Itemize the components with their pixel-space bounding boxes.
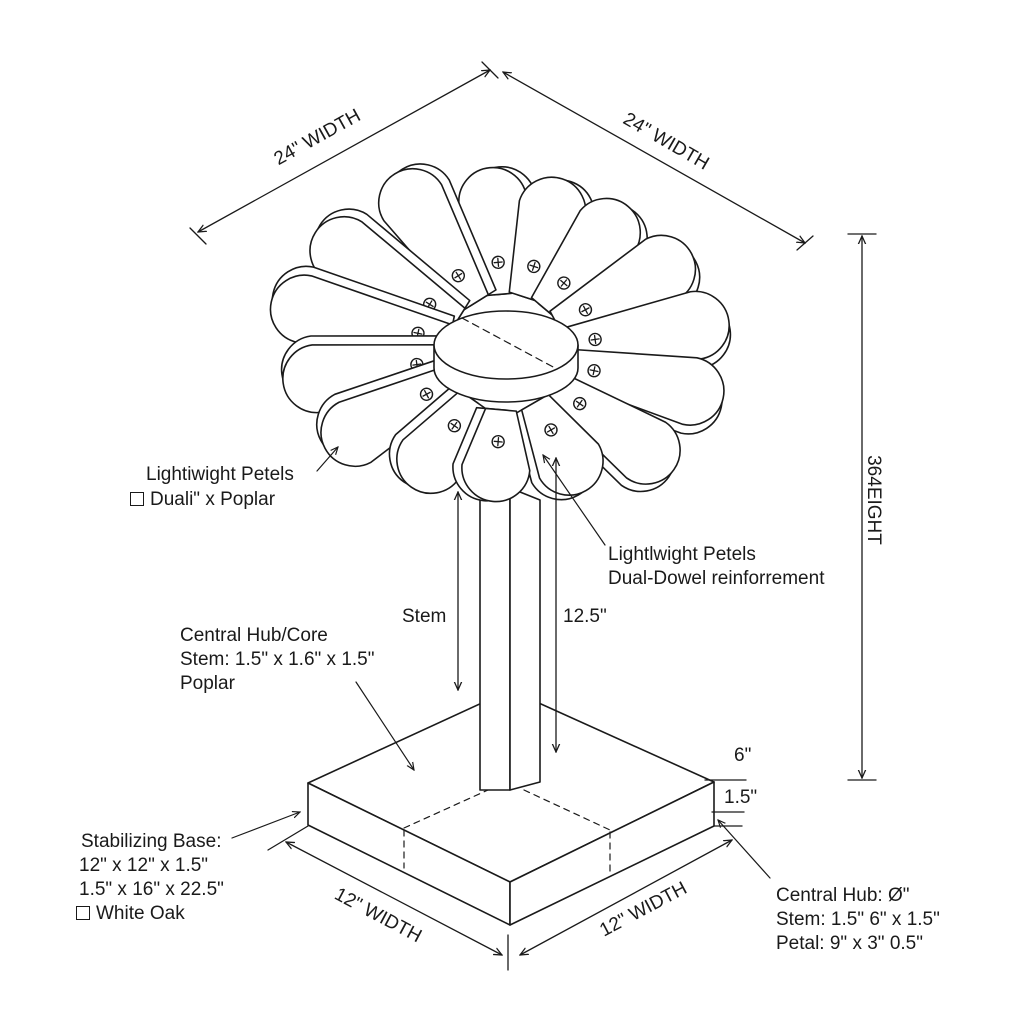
petals-left-label-1: Lightiwight Petels [146,464,294,485]
phillips-screw-icon [490,255,506,270]
stem-label: Stem [402,606,447,627]
petal [388,384,487,495]
height-label: 364EIGHT [862,455,884,545]
petal [452,406,531,503]
stem [479,487,541,791]
petals-left-label-2: Duali" x Poplar [130,488,275,512]
petals-right-label-1: Lightlwight Petels [608,544,756,565]
base-label-1: Stabilizing Base: [81,831,222,852]
petal [513,393,604,501]
empty-square-icon [76,906,90,920]
specs-label-2: Stem: 1.5" 6" x 1.5" [776,909,940,930]
petal [269,265,456,356]
base-height-top-label: 6" [734,745,752,766]
petal [280,335,452,414]
leader-lines [231,447,771,879]
petal [316,356,463,468]
base-label-2: 12" x 12" x 1.5" [79,855,209,876]
base-material: White Oak [96,903,185,924]
central-hub [433,310,579,403]
phillips-screw-icon [490,434,506,449]
hub-core-label-2: Stem: 1.5" x 1.6" x 1.5" [180,649,375,670]
petal [556,348,725,435]
dimension-lines [189,61,877,971]
base-height-bottom-label: 1.5" [724,787,758,808]
petals-right-label-2: Dual-Dowel reinforrement [608,568,825,589]
hub-core-label-3: Poplar [180,673,235,694]
petals-left-material: Duali" x Poplar [150,489,276,510]
empty-square-icon [130,492,144,506]
petal [538,371,681,493]
specs-label-3: Petal: 9" x 3" 0.5" [776,933,923,954]
base-label-4: White Oak [76,902,185,926]
hub-core-label-1: Central Hub/Core [180,625,328,646]
specs-label-1: Central Hub: Ø" [776,885,910,906]
base-label-3: 1.5" x 16" x 22.5" [79,879,224,900]
stem-height-label: 12.5" [563,606,607,627]
